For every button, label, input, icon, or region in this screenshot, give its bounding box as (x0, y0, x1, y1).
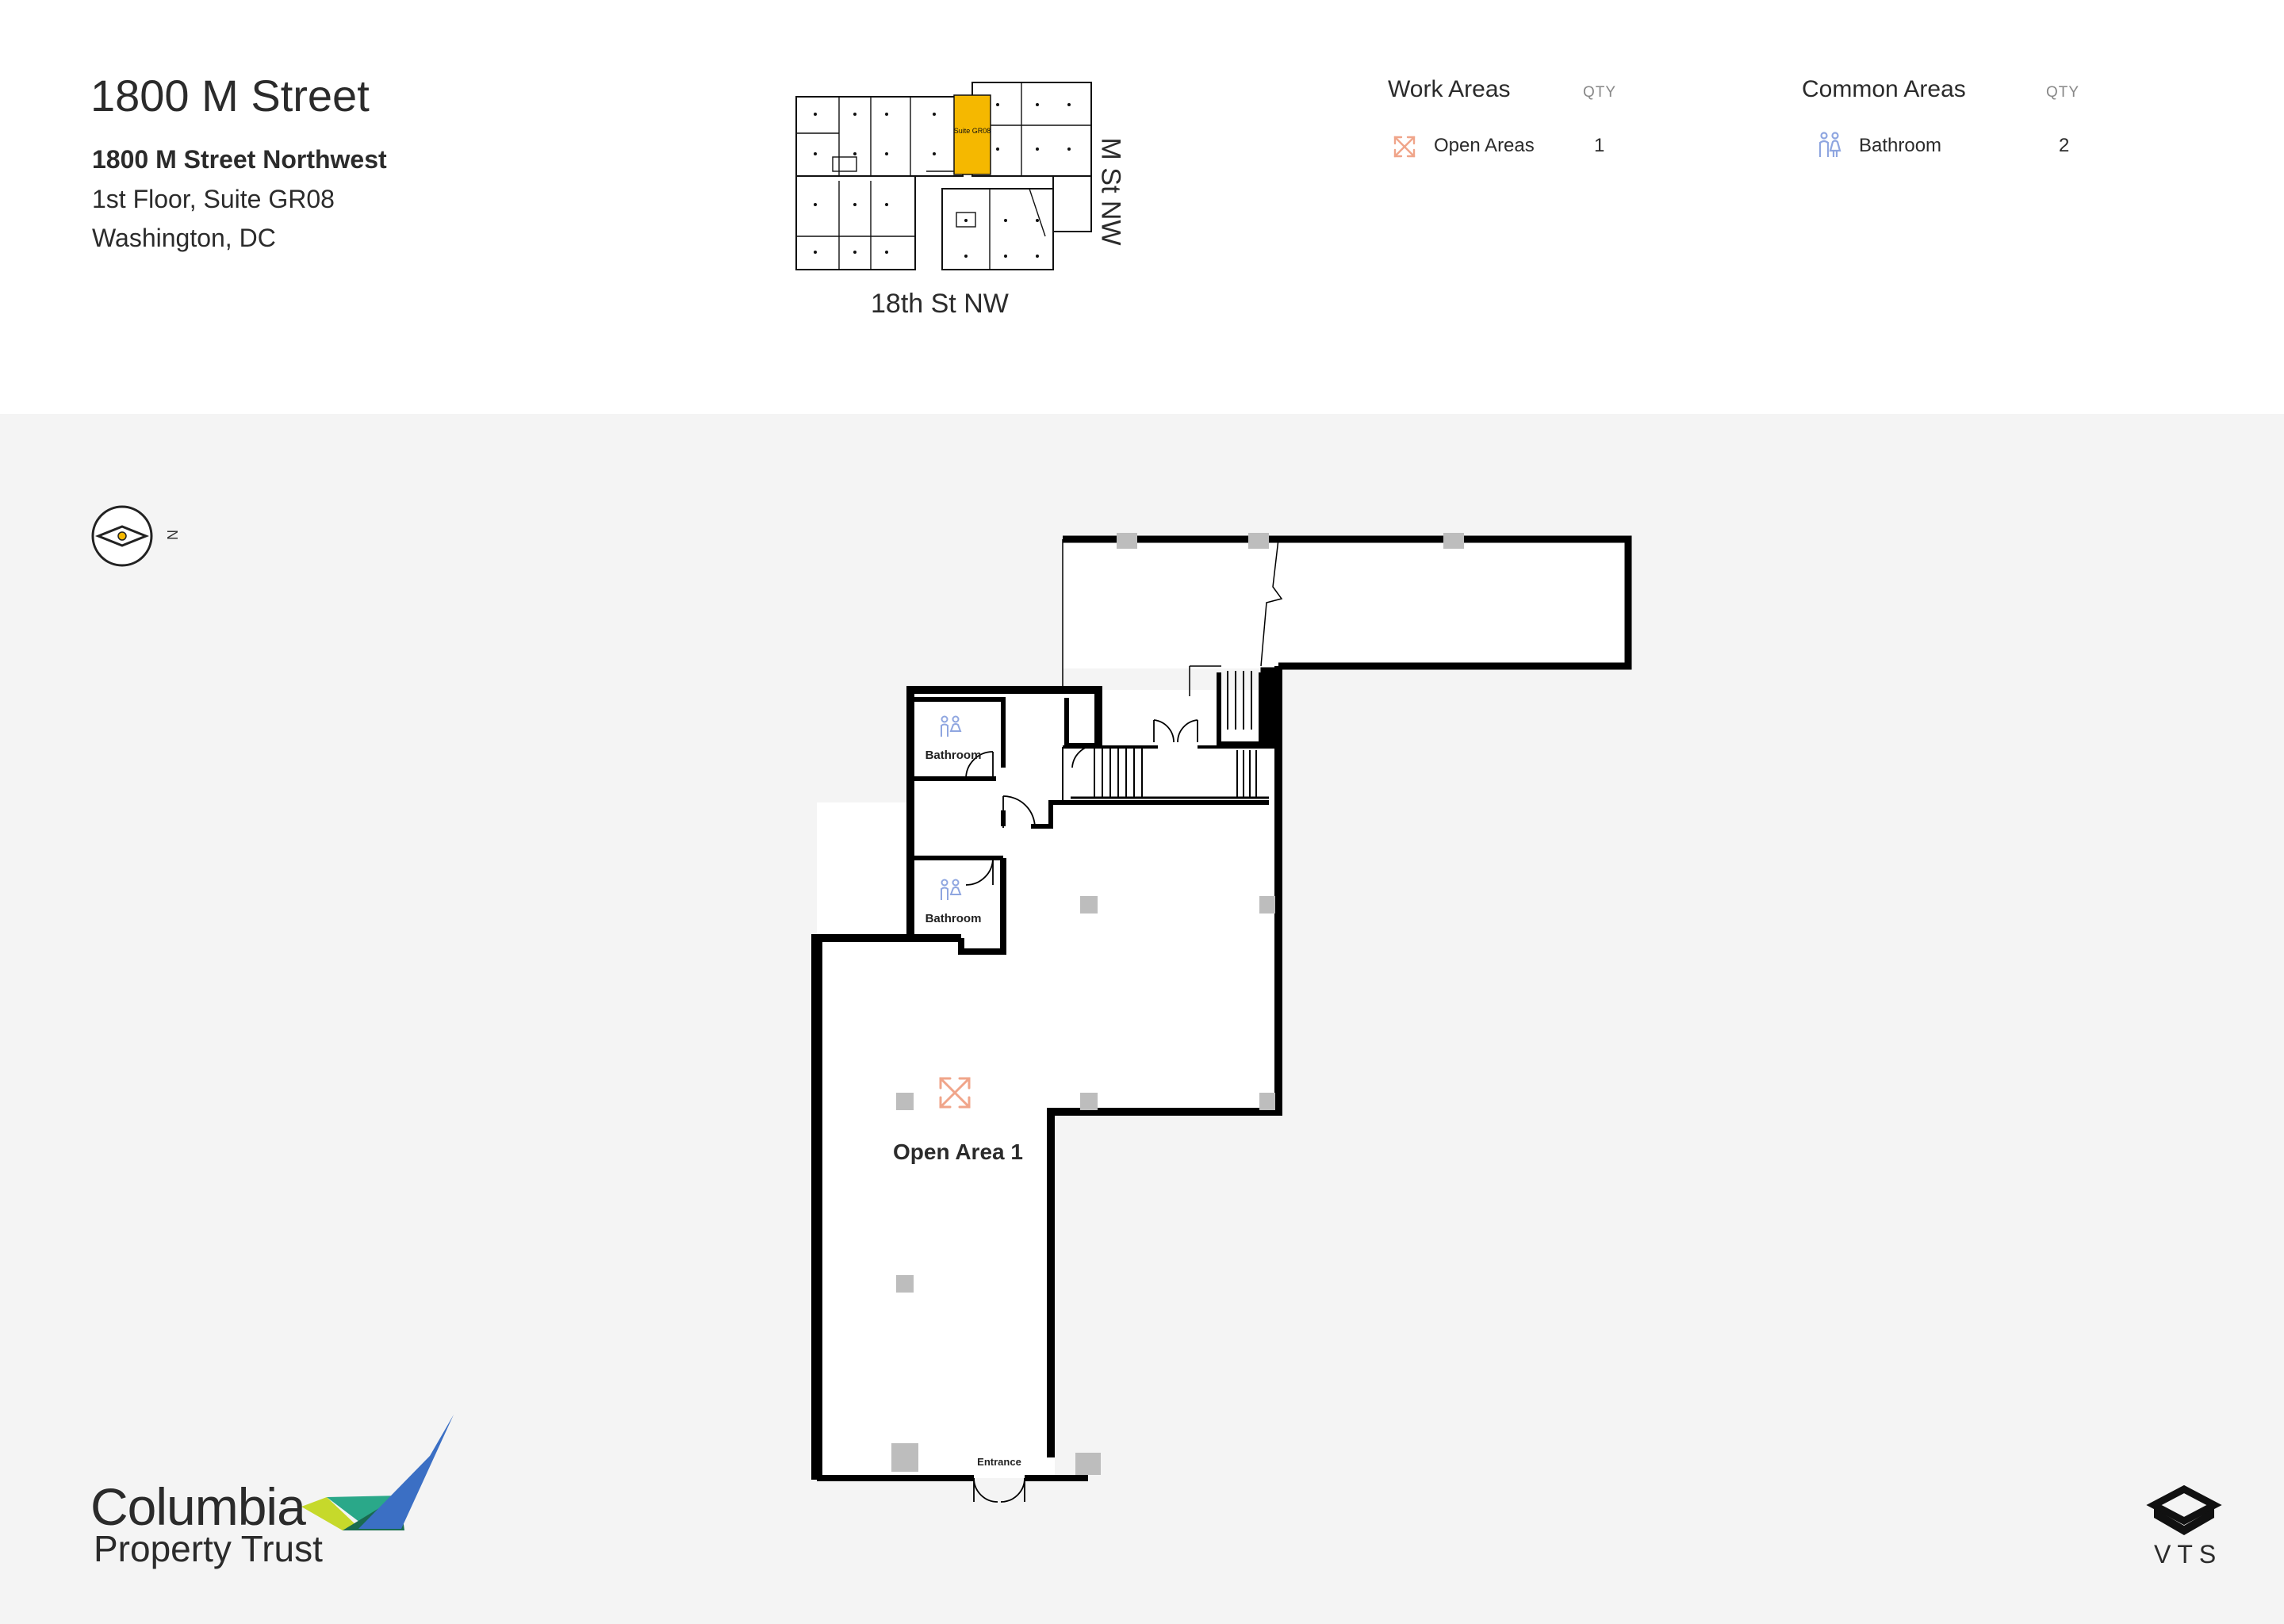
address-street: 1800 M Street Northwest (92, 145, 387, 174)
legend-common-areas-qty-heading: QTY (2046, 84, 2080, 101)
street-label-bottom: 18th St NW (871, 289, 1009, 319)
legend-bathroom-qty: 2 (2059, 135, 2070, 156)
expand-arrows-icon (1393, 136, 1416, 158)
building-title: 1800 M Street (90, 71, 370, 121)
compass-icon (91, 505, 153, 567)
keyplan-suite-label: Suite GR08 (954, 127, 991, 135)
bathroom-top-icon (941, 715, 962, 737)
legend-open-areas-qty: 1 (1594, 135, 1605, 156)
room-label-bathroom-top: Bathroom (925, 749, 982, 762)
header (0, 0, 2284, 414)
legend-work-areas-heading: Work Areas (1388, 76, 1511, 102)
keyplan-suite-highlight (953, 94, 991, 175)
platform-name: VTS (2154, 1540, 2223, 1568)
legend-bathroom-label: Bathroom (1859, 135, 1942, 156)
room-label-bathroom-bottom: Bathroom (925, 912, 982, 925)
room-label-open-area: Open Area 1 (893, 1139, 1023, 1164)
legend-common-areas-heading: Common Areas (1802, 76, 1966, 102)
landlord-name-line2: Property Trust (94, 1528, 323, 1569)
key-plan: Suite GR08 (795, 82, 1092, 270)
open-area-icon (939, 1077, 971, 1109)
address-suite: 1st Floor, Suite GR08 (92, 185, 335, 213)
restroom-icon (1818, 132, 1841, 157)
room-label-entrance: Entrance (977, 1456, 1021, 1468)
bathroom-bottom-icon (941, 879, 962, 900)
legend-work-areas-qty-heading: QTY (1583, 84, 1617, 101)
annex-outline (1062, 535, 1632, 696)
landlord-name-line1: Columbia (90, 1477, 306, 1536)
columbia-property-trust-logo-mark (301, 1415, 454, 1530)
vts-logo-icon (2146, 1484, 2222, 1535)
address-city: Washington, DC (92, 224, 276, 252)
legend-open-areas-label: Open Areas (1434, 135, 1535, 156)
